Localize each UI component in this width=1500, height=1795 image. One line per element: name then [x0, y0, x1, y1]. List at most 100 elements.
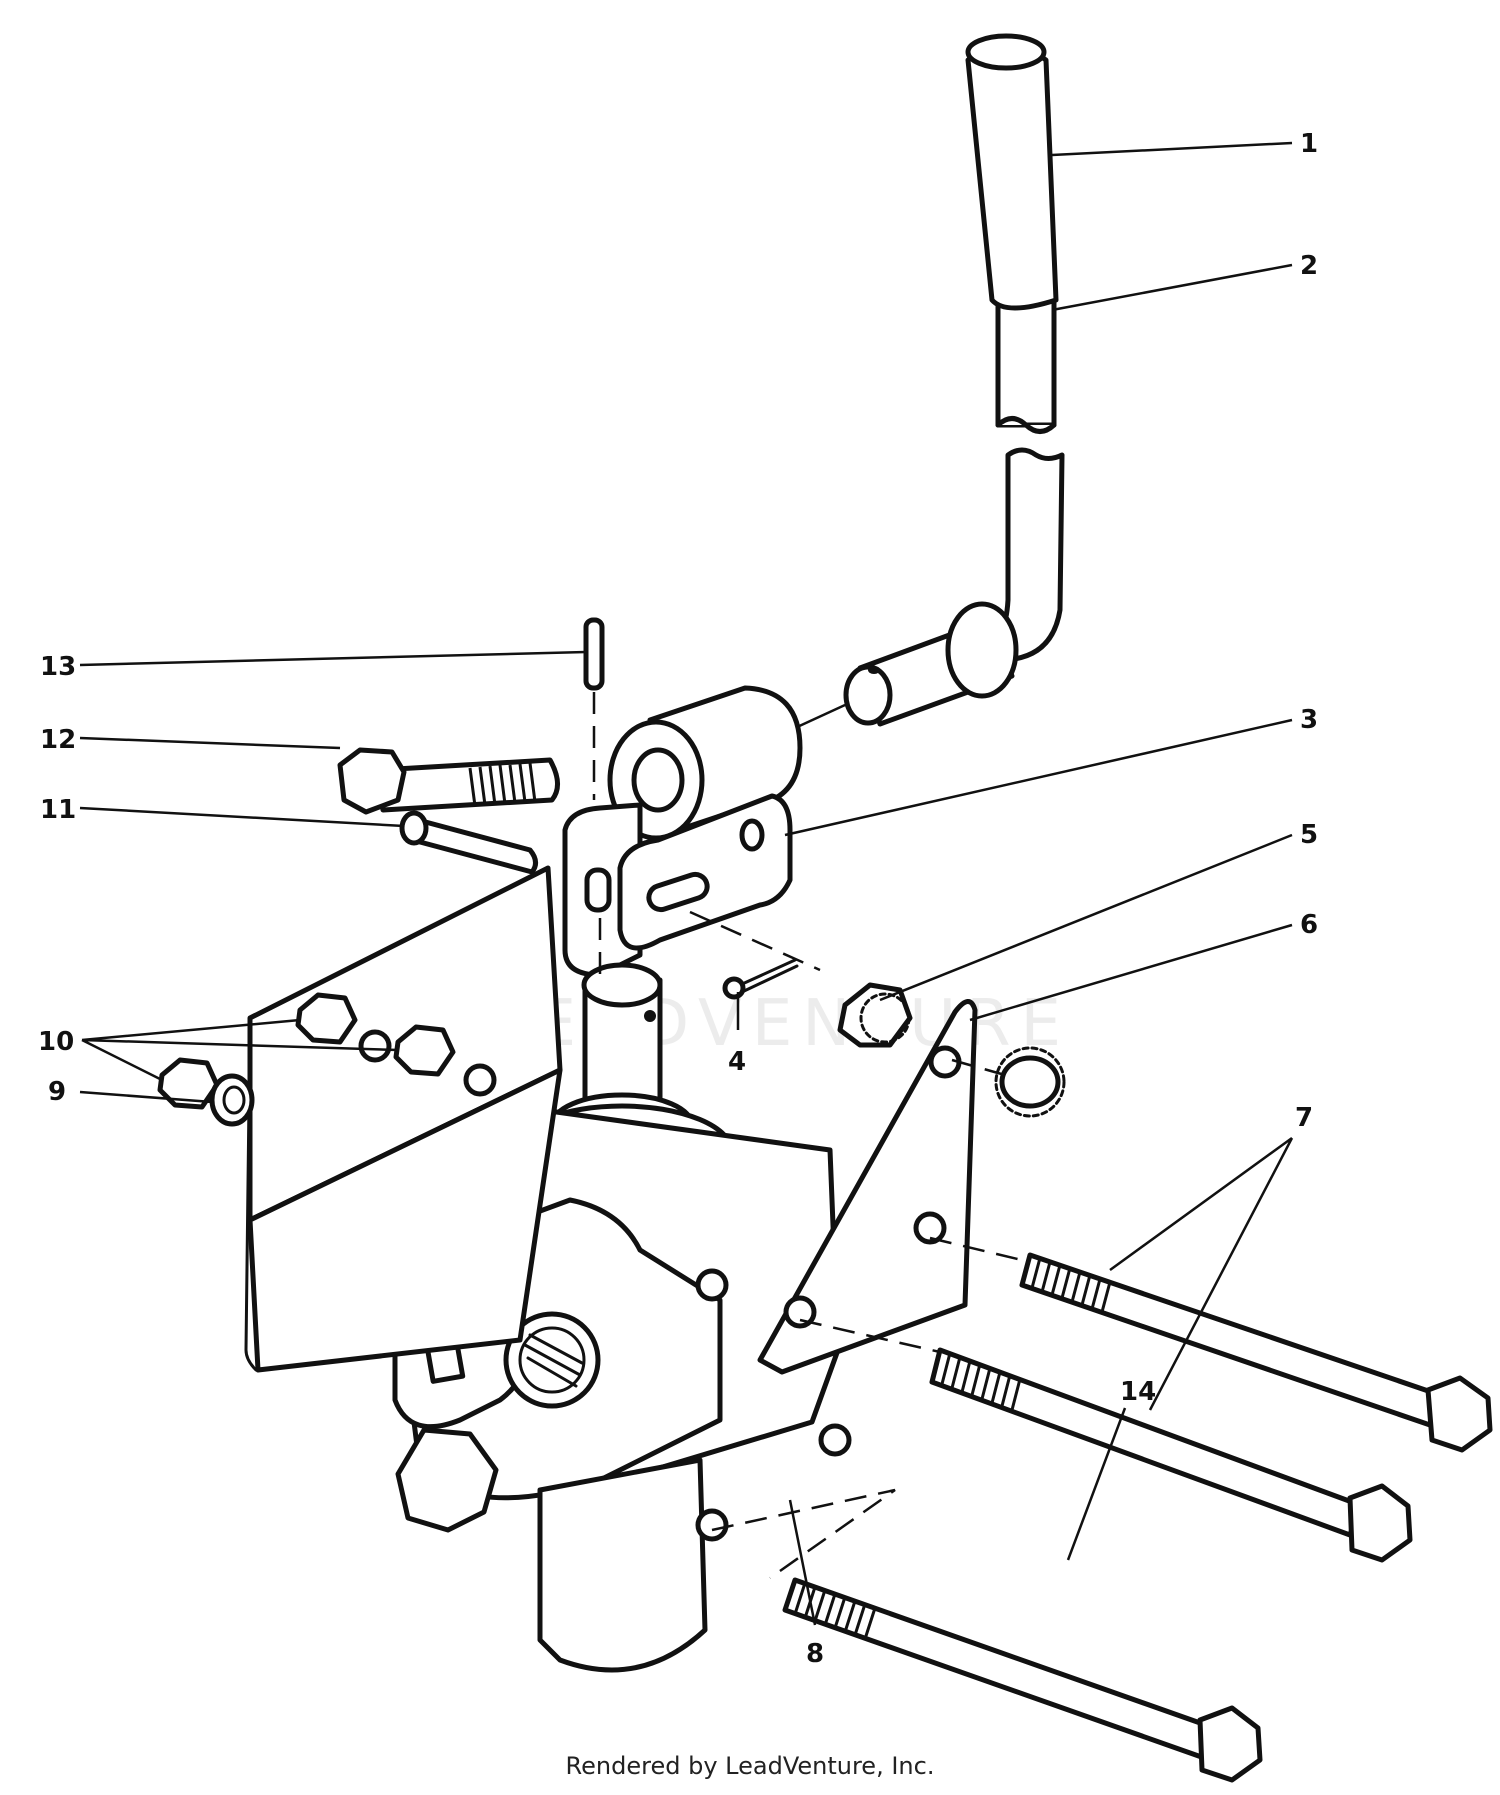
- nut-path: [951, 1058, 1006, 1077]
- callout-4: 4: [728, 1047, 746, 1077]
- mount-hole-1: [695, 1268, 729, 1302]
- callout-12: 12: [40, 725, 76, 755]
- leader-lines: [79, 141, 1294, 1626]
- clevis-assembly: [562, 685, 803, 978]
- grip-cap: [965, 33, 1047, 71]
- callout-labels: 1 2 3 4 5 6 7 8 9 10 11 12 13 14: [38, 129, 1318, 1669]
- leader-10: [81, 1018, 399, 1082]
- bolt-7a-head: [1425, 1375, 1493, 1453]
- valve-cylinder: [537, 1457, 708, 1673]
- clevis-pin-shank: [415, 817, 538, 875]
- cotter-pin-path: [689, 910, 821, 972]
- castle-nuts: [157, 992, 456, 1110]
- shaft-leader: [794, 703, 846, 730]
- lever-lower-section: [794, 447, 1065, 730]
- roll-pin-body: [583, 617, 605, 691]
- callout-13: 13: [40, 652, 76, 682]
- footer-credit: Rendered by LeadVenture, Inc.: [565, 1752, 935, 1780]
- leader-8: [788, 1499, 817, 1626]
- bolt-12-thread: [468, 762, 537, 807]
- roll-pin: [583, 617, 605, 800]
- cotter-pin-legs: [738, 958, 799, 994]
- callout-11: 11: [40, 795, 76, 825]
- shaft-cross-hole: [868, 666, 880, 674]
- callout-2: 2: [1300, 251, 1318, 281]
- bolt-7b-path: [799, 1318, 941, 1354]
- bracket-edge: [244, 1016, 258, 1372]
- port-threads: [523, 1333, 584, 1388]
- handle-grip-and-rod: [965, 33, 1059, 434]
- lock-nut-6: [999, 1055, 1061, 1109]
- spool-top: [581, 962, 663, 1008]
- lever-rod-upper: [995, 292, 1057, 428]
- shaft-end: [843, 664, 893, 726]
- mount-hole-3: [818, 1423, 852, 1457]
- callout-3: 3: [1300, 705, 1318, 735]
- leader-13: [79, 650, 587, 667]
- callout-7: 7: [1295, 1103, 1313, 1133]
- long-bolt-14: [711, 1488, 1263, 1783]
- leader-12: [79, 736, 341, 750]
- bolt-14-head: [1197, 1705, 1263, 1783]
- callout-9: 9: [48, 1077, 66, 1107]
- handle-grip: [965, 43, 1059, 311]
- leader-3: [784, 718, 1293, 837]
- callout-10: 10: [38, 1027, 74, 1057]
- nut-10c: [157, 1057, 220, 1110]
- lock-nut-5: [837, 982, 913, 1048]
- nut-10a: [295, 992, 358, 1045]
- bracket-hole-1: [358, 1029, 392, 1063]
- leader-5: [879, 833, 1293, 1002]
- callout-14: 14: [1120, 1377, 1156, 1407]
- callout-6: 6: [1300, 910, 1318, 940]
- mount-plate-outline: [757, 999, 978, 1375]
- bolt-14-path: [711, 1488, 896, 1580]
- bolt-12-head: [337, 747, 407, 815]
- lock-washer: [209, 1073, 255, 1127]
- plate-hole-lower: [783, 1295, 817, 1329]
- mount-hole-2: [695, 1508, 729, 1542]
- bolt-7a-path: [929, 1236, 1031, 1264]
- hex-fitting: [395, 1427, 499, 1533]
- leader-9: [79, 1090, 213, 1104]
- front-plate-hole: [739, 818, 765, 852]
- lever-collar: [945, 601, 1019, 699]
- leader-6: [969, 923, 1293, 1022]
- sleeve-bore: [631, 747, 685, 813]
- bolt-7a-thread: [1030, 1257, 1112, 1313]
- leader-1: [1051, 141, 1293, 157]
- leader-11: [79, 806, 405, 828]
- rod-break-top: [995, 416, 1057, 434]
- washer-9-inner: [222, 1085, 246, 1115]
- long-bolts: [799, 1236, 1493, 1563]
- callout-5: 5: [1300, 820, 1318, 850]
- leader-2: [1051, 263, 1293, 312]
- cotter-pin-eye: [722, 976, 746, 1000]
- serrated-washer-6: [994, 1046, 1066, 1118]
- washer-9-outer: [209, 1073, 255, 1127]
- leader-7: [1109, 1136, 1294, 1411]
- bracket-hole-2: [463, 1063, 497, 1097]
- clevis-pin: [399, 810, 538, 875]
- serrated-washer-5: [859, 992, 911, 1044]
- rear-plate-slot: [584, 867, 612, 913]
- callout-8: 8: [806, 1639, 824, 1669]
- mounting-plate: [757, 999, 978, 1375]
- clevis-bolt: [337, 747, 560, 815]
- bolt-7b-head: [1347, 1483, 1413, 1563]
- front-plate-slot: [646, 871, 710, 913]
- spool-pin-hole: [644, 1010, 656, 1022]
- clevis-pin-head: [399, 810, 429, 846]
- callout-1: 1: [1300, 129, 1318, 159]
- plate-hole-middle: [913, 1211, 947, 1245]
- frame-bracket: [244, 865, 563, 1373]
- lock-nut-and-washer: [837, 982, 1066, 1118]
- watermark: LEADVENTURE: [490, 987, 1071, 1061]
- bolt-7a-shank: [1019, 1252, 1443, 1428]
- bracket-front: [247, 1067, 563, 1373]
- bolt-12-shank: [375, 757, 560, 813]
- bolt-7b-thread: [940, 1352, 1022, 1411]
- leader-14: [1066, 1407, 1127, 1561]
- nut-10b: [393, 1024, 456, 1077]
